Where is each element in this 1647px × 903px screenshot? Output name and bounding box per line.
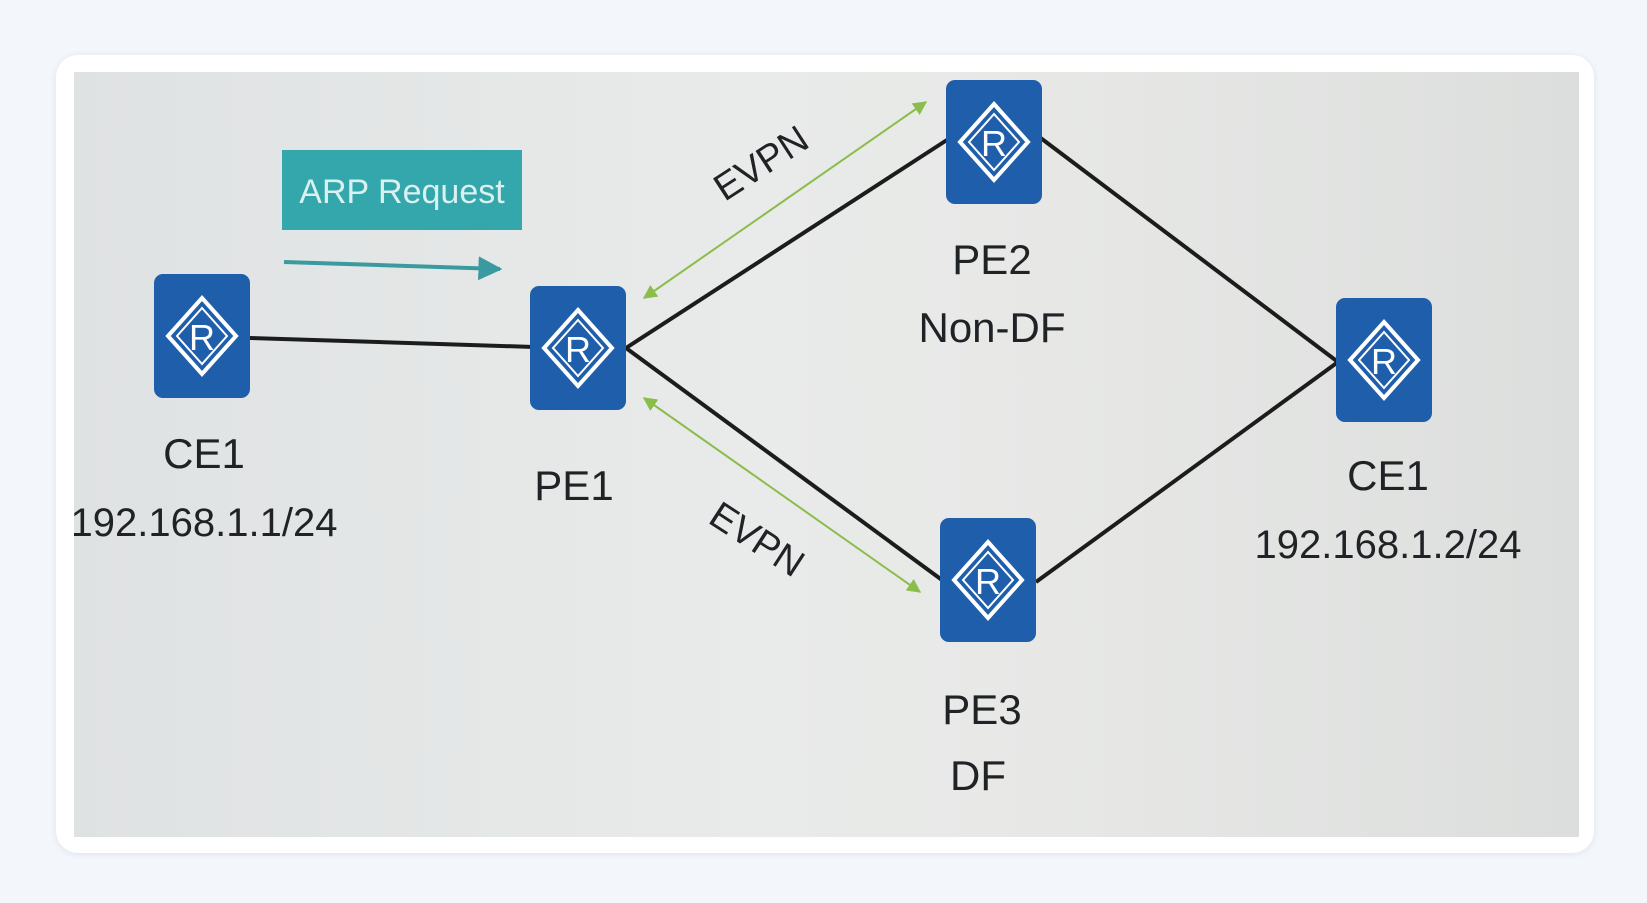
evpn-label-top: EVPN (707, 118, 817, 210)
evpn-arrow-bottom (642, 397, 922, 593)
arp-request-arrow (283, 256, 503, 281)
node-label-pe3: PE3 (942, 686, 1021, 733)
evpn-label-bottom: EVPN (702, 494, 812, 586)
router-icon: R (528, 284, 628, 412)
arp-request-badge (282, 150, 522, 230)
router-icon: R (1334, 296, 1434, 424)
node-role-pe3: DF (950, 752, 1006, 799)
link-pe2-ce1 (1036, 134, 1340, 364)
node-ip-ce1-right: 192.168.1.2/24 (1255, 523, 1522, 567)
link-pe3-ce1 (1034, 360, 1340, 584)
svg-text:R: R (981, 123, 1007, 164)
svg-text:R: R (189, 317, 215, 358)
svg-text:R: R (975, 561, 1001, 602)
svg-text:R: R (565, 329, 591, 370)
node-label-pe1: PE1 (534, 462, 613, 509)
node-role-pe2: Non-DF (918, 304, 1065, 351)
node-label-ce1-right: CE1 (1347, 452, 1429, 499)
network-diagram: ARP Request EVPN EVPN R R R R R CE1 192.… (74, 72, 1579, 837)
node-ip-ce1-left: 192.168.1.1/24 (74, 501, 337, 545)
evpn-arrow-top (642, 101, 928, 299)
router-icon: R (152, 272, 252, 400)
router-icon: R (938, 516, 1038, 644)
node-label-ce1-left: CE1 (163, 430, 245, 477)
router-icon: R (944, 78, 1044, 206)
node-label-pe2: PE2 (952, 236, 1031, 283)
link-ce1-pe1 (249, 336, 535, 349)
arp-request-label: ARP Request (299, 173, 505, 211)
svg-text:R: R (1371, 341, 1397, 382)
